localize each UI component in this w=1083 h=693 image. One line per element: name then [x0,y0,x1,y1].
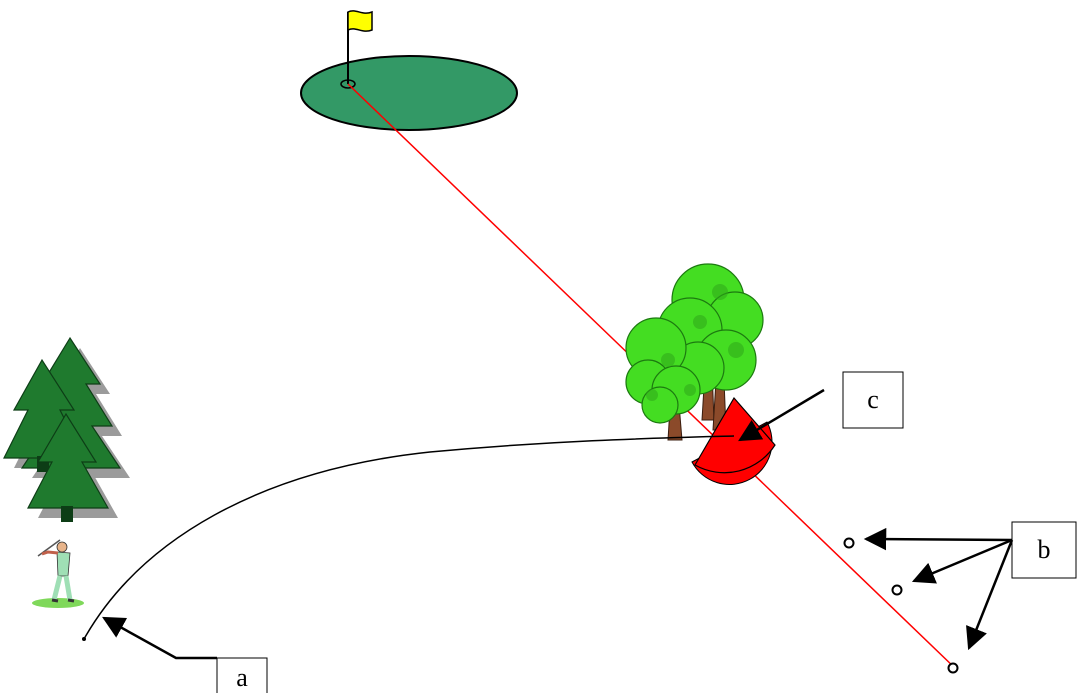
golfer-icon [32,539,84,608]
oak-trees-icon [625,263,764,441]
label-a-text: a [236,663,248,692]
label-c: c [738,371,904,442]
dispersion-sector-fill [694,396,776,474]
ball-marker-1 [843,537,855,549]
start-ball [82,637,86,641]
label-a: a [102,616,268,693]
ball-marker-3 [947,662,959,674]
label-b-text: b [1038,535,1051,564]
ball-marker-2 [891,584,903,596]
flag-icon [347,10,373,32]
putting-green [300,10,518,131]
label-b: b [863,521,1077,651]
ball-trajectory [83,435,735,640]
pine-trees-icon [3,336,130,522]
label-c-text: c [867,385,879,414]
